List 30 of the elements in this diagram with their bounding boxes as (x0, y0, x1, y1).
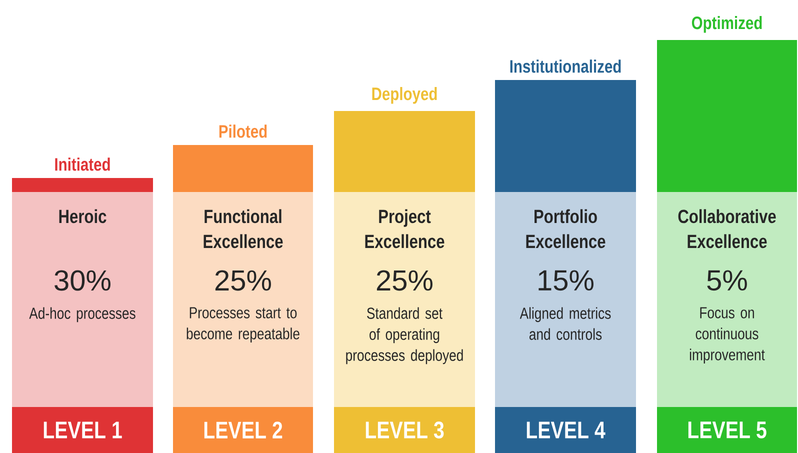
percentage: 30% (54, 270, 110, 291)
stage-label: Institutionalized (510, 60, 621, 73)
percentage: 15% (538, 270, 594, 291)
column-title: Functional Excellence (204, 209, 283, 248)
stage-label: Piloted (219, 124, 267, 138)
level-column (657, 16, 797, 453)
level-label: LEVEL 2 (204, 422, 282, 438)
description: Standard set of operating processes deployed (346, 307, 463, 364)
stage-label: Initiated (55, 158, 110, 171)
column-title: Portfolio Excellence (526, 209, 606, 248)
percentage: 25% (376, 270, 432, 291)
description: Aligned metrics and controls (520, 307, 611, 340)
level-label: LEVEL 1 (44, 422, 122, 438)
level-label: LEVEL 4 (526, 422, 606, 438)
stage-label: Deployed (372, 87, 437, 104)
level-column (495, 60, 636, 453)
percentage: 5% (707, 270, 747, 291)
stage-label: Optimized (692, 16, 762, 33)
percentage: 25% (215, 270, 271, 291)
description: Processes start to become repeatable (186, 307, 300, 343)
level-label: LEVEL 5 (688, 422, 766, 438)
column-title: Collaborative Excellence (678, 209, 776, 248)
column-title: Heroic (59, 209, 106, 224)
description: Ad-hoc processes (29, 307, 136, 322)
level-column (173, 124, 313, 453)
description: Focus on continuous improvement (690, 307, 765, 364)
level-label: LEVEL 3 (366, 422, 444, 438)
level-column (12, 158, 153, 453)
column-title: Project Excellence (365, 209, 444, 248)
level-column (334, 87, 475, 453)
